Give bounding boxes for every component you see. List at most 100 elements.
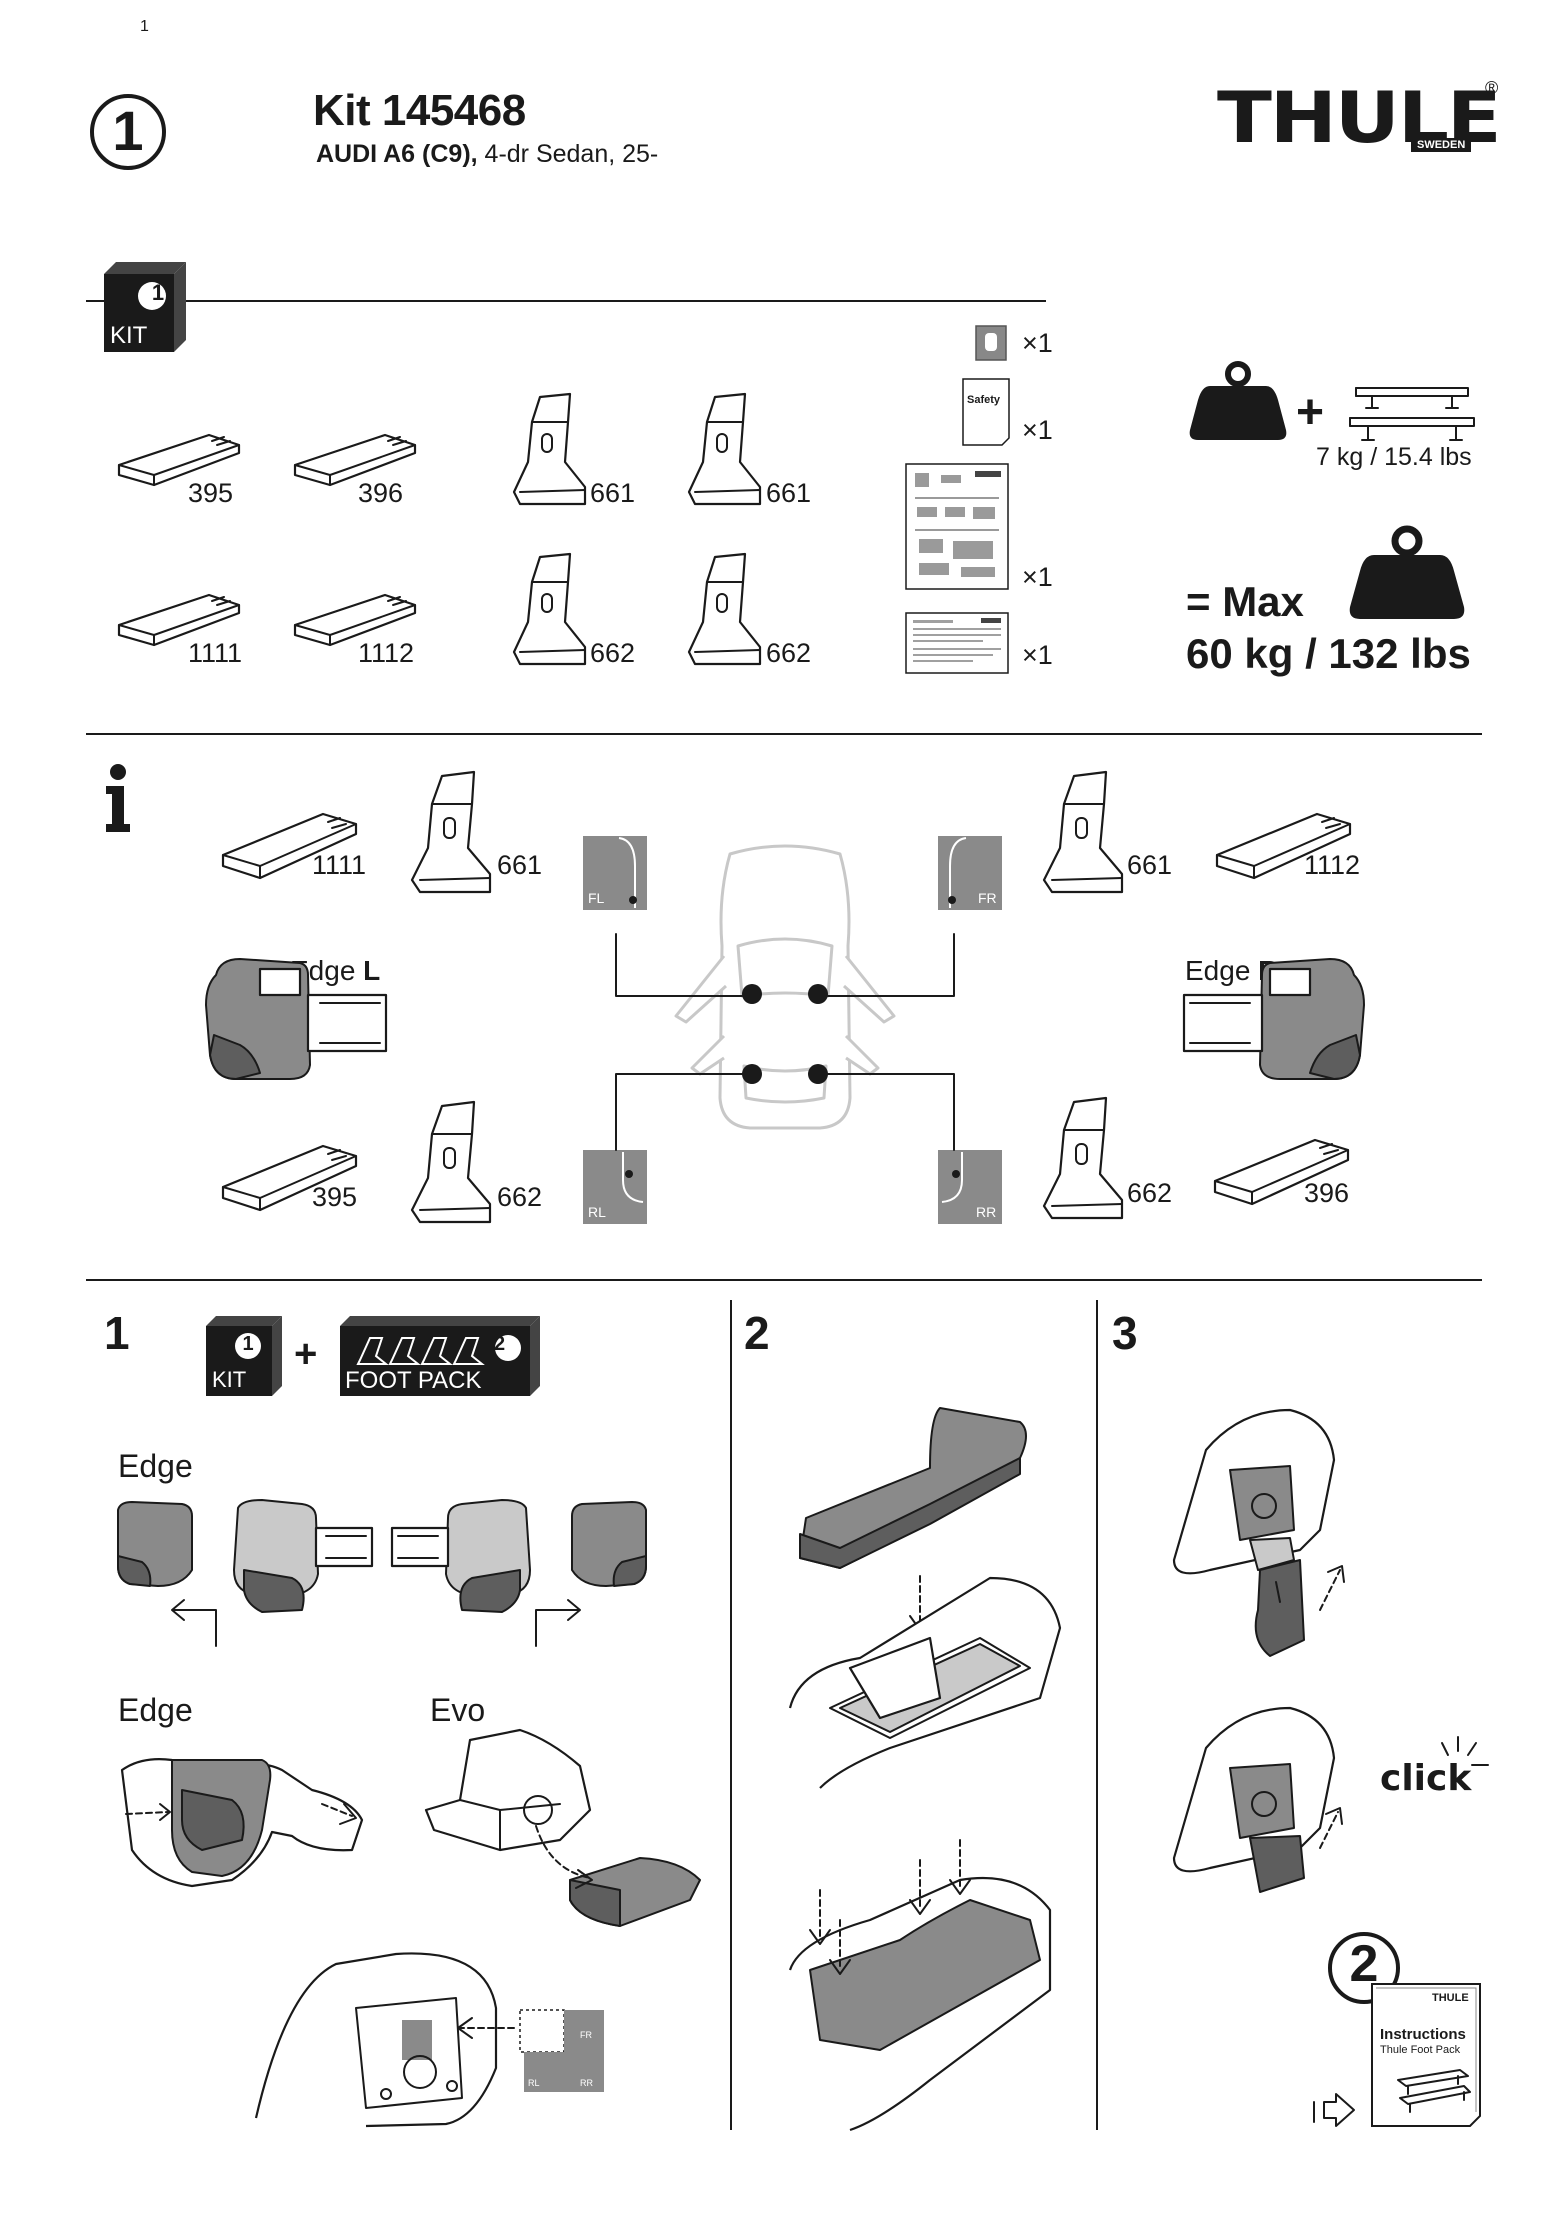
- position-tile-fr: [938, 836, 1002, 910]
- foot-661-b-icon: [687, 392, 762, 506]
- step1-evo-label: Evo: [430, 1692, 486, 1728]
- key-card-icon: [975, 325, 1007, 361]
- page-number: 1: [112, 99, 144, 162]
- doc-qty-2: ×1: [1022, 415, 1053, 445]
- mini-label-fr: FR: [580, 2030, 592, 2040]
- safety-doc-icon: [962, 378, 1010, 446]
- mini-label-rl: RL: [528, 2078, 540, 2088]
- position-label-fl: FL: [588, 890, 605, 906]
- foot-pack-number: 2: [494, 1333, 506, 1355]
- ref-brand: THULE: [1432, 1992, 1469, 2004]
- max-line1: = Max: [1186, 578, 1304, 625]
- ref-title: Instructions: [1380, 2026, 1466, 2043]
- mini-label-rr: RR: [580, 2078, 593, 2088]
- edge-right-foot-icon: [1182, 958, 1365, 1080]
- step1-kit-badge-label: KIT: [212, 1367, 247, 1392]
- vehicle-model: AUDI A6 (C9), 4-dr Sedan, 25-: [316, 140, 658, 169]
- edge-right-text: Edge: [1185, 955, 1259, 986]
- kit-divider: [86, 300, 1046, 302]
- foot-661-a-icon: [512, 392, 587, 506]
- doc-qty-3: ×1: [1022, 562, 1053, 592]
- info-pad-label-rr: 396: [1304, 1178, 1350, 1208]
- info-pad-label-rl: 395: [312, 1182, 358, 1212]
- kit-title: Kit 145468: [313, 86, 526, 135]
- foot-label-661-a: 661: [590, 478, 636, 508]
- edge-left-bold: L: [363, 955, 381, 986]
- weight-icon: [1189, 361, 1287, 440]
- foot-label-662-b: 662: [766, 638, 812, 668]
- edge-hands-illustration: [120, 1758, 364, 1888]
- info-icon: [106, 764, 130, 832]
- foot-mount-illustration-1: [1172, 1408, 1345, 1657]
- foot-662-a-icon: [512, 552, 587, 666]
- pad-396-icon: [293, 433, 417, 487]
- info-pad-396-icon: [1213, 1138, 1350, 1206]
- step-2-number: 2: [744, 1307, 770, 1359]
- pad-1111-icon: [117, 593, 241, 647]
- vehicle-model-rest: 4-dr Sedan, 25-: [477, 140, 659, 168]
- roof-bars-icon: [1349, 387, 1475, 441]
- foot-662-b-icon: [687, 552, 762, 666]
- doc-qty-1: ×1: [1022, 328, 1053, 358]
- position-tile-rl: [583, 1150, 647, 1224]
- pad-label-1111: 1111: [188, 638, 243, 668]
- step-divider-1: [730, 1300, 732, 2130]
- position-label-rl: RL: [588, 1204, 606, 1220]
- step1-edge-label-2: Edge: [118, 1692, 193, 1728]
- kit-badge-number: 1: [140, 18, 149, 35]
- foot-pack-label: FOOT PACK: [345, 1367, 482, 1394]
- load-plus: +: [1296, 386, 1325, 439]
- pad-395-icon: [117, 433, 241, 487]
- info-foot-label-fl: 661: [497, 850, 543, 880]
- max-line2: 60 kg / 132 lbs: [1186, 630, 1471, 677]
- pad-label-1112: 1112: [358, 638, 415, 668]
- thule-logo: THULE SWEDEN ®: [1217, 78, 1502, 160]
- section-divider-1: [86, 733, 1482, 735]
- doc-qty-4: ×1: [1022, 640, 1053, 670]
- bars-weight: 7 kg / 15.4 lbs: [1316, 443, 1472, 471]
- vehicle-model-bold: AUDI A6 (C9),: [316, 140, 478, 168]
- info-foot-label-rl: 662: [497, 1182, 543, 1212]
- section-divider-2: [86, 1279, 1482, 1281]
- position-tile-fl: [583, 836, 647, 910]
- foot-pack-badge: [340, 1316, 540, 1396]
- position-label-fr: FR: [978, 890, 997, 906]
- kit-box-badge: [104, 262, 186, 352]
- kit-badge-label: KIT: [110, 322, 148, 349]
- mini-label-fl: FL: [438, 2046, 449, 2056]
- foot-mount-illustration-2: [1172, 1706, 1343, 1893]
- position-tile-rr: [938, 1150, 1002, 1224]
- pad-label-396: 396: [358, 478, 404, 508]
- info-foot-fr-icon: [1042, 770, 1124, 894]
- foot-label-661-b: 661: [766, 478, 812, 508]
- info-pad-395-icon: [221, 1144, 358, 1212]
- step-1-number: 1: [104, 1307, 130, 1359]
- edge-disassembly-illustration: [117, 1499, 647, 1647]
- car-top-view: [615, 844, 955, 1151]
- edge-left-foot-icon: [205, 958, 388, 1080]
- info-foot-rl-icon: [410, 1100, 492, 1224]
- safety-doc-label: Safety: [967, 394, 1001, 406]
- ref-subtitle: Thule Foot Pack: [1380, 2044, 1461, 2056]
- step-divider-2: [1096, 1300, 1098, 2130]
- evo-illustration: [424, 1728, 701, 1927]
- pad-insert-illustration: [788, 1407, 1062, 1789]
- step1-plus: +: [294, 1332, 318, 1376]
- thule-logo-registered: ®: [1485, 78, 1499, 98]
- info-pad-1112-icon: [1215, 812, 1352, 880]
- info-pad-label-fl: 1111: [312, 850, 367, 880]
- thule-logo-sweden: SWEDEN: [1411, 138, 1472, 152]
- max-weight-icon: [1349, 525, 1465, 619]
- foot-sticker-illustration: [254, 1952, 604, 2128]
- info-pad-1111-icon: [221, 812, 358, 880]
- info-pad-label-fr: 1112: [1304, 850, 1361, 880]
- kit-badge-number-pos: 1: [151, 280, 165, 305]
- pad-1112-icon: [293, 593, 417, 647]
- info-foot-rr-icon: [1042, 1096, 1124, 1220]
- info-foot-fl-icon: [410, 770, 492, 894]
- info-foot-label-fr: 661: [1127, 850, 1173, 880]
- info-foot-label-rr: 662: [1127, 1178, 1173, 1208]
- click-burst-icon: [1441, 1736, 1489, 1766]
- ref-booklet-icon: [1371, 1983, 1481, 2127]
- next-step-arrow-icon: [1313, 2093, 1355, 2127]
